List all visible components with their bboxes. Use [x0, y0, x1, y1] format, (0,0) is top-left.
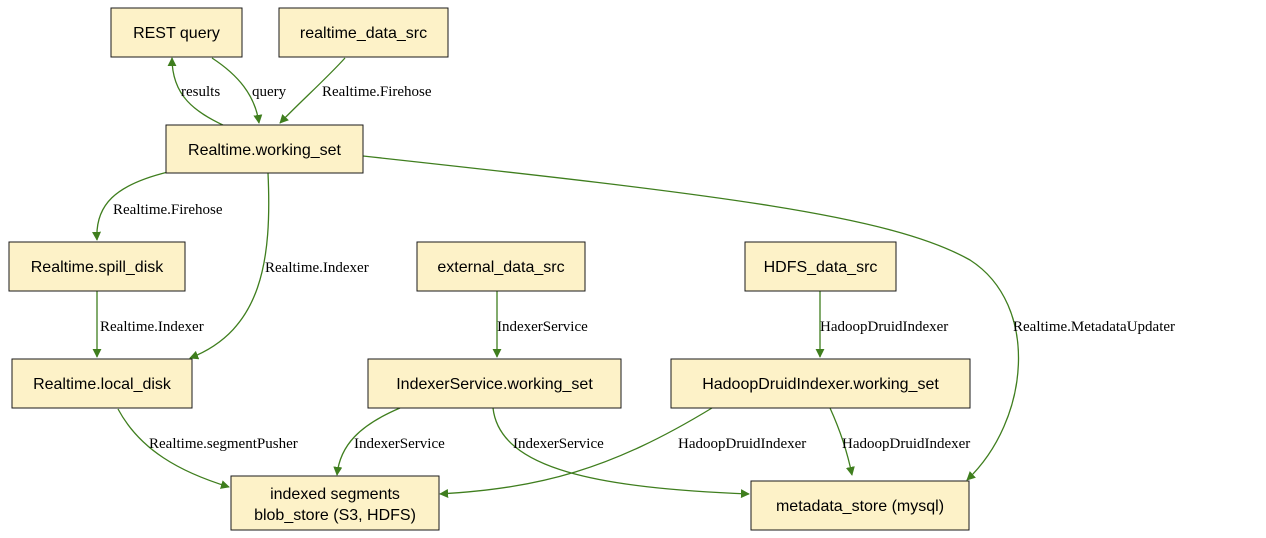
edge-label-indexer-service-segments: IndexerService [354, 436, 445, 452]
node-rest-query[interactable]: REST query [110, 7, 243, 58]
edge-label-realtime-metadata-updater: Realtime.MetadataUpdater [1013, 319, 1175, 335]
node-label-line-1: indexed segments [270, 486, 400, 503]
node-realtime-spill-disk[interactable]: Realtime.spill_disk [8, 241, 186, 292]
edge-realtime-firehose-in [279, 57, 346, 124]
node-label: Realtime.working_set [188, 142, 342, 159]
edge-label-indexer-service-metadata: IndexerService [513, 436, 604, 452]
node-realtime-local-disk[interactable]: Realtime.local_disk [11, 358, 193, 409]
nodes: REST query realtime_data_src Realtime.wo… [8, 7, 971, 531]
edge-indexer-service-segments [333, 407, 401, 476]
edge-realtime-firehose-spill [92, 171, 169, 241]
edge-realtime-segment-pusher [117, 408, 230, 489]
node-hadoop-druid-indexer-working-set[interactable]: HadoopDruidIndexer.working_set [670, 358, 971, 409]
node-label: metadata_store (mysql) [776, 498, 944, 515]
edges: results query Realtime.Firehose Realtime… [92, 57, 1175, 499]
node-label: REST query [133, 25, 220, 42]
node-label: HadoopDruidIndexer.working_set [702, 376, 939, 393]
edge-realtime-metadata-updater [362, 155, 1020, 481]
edge-indexer-service-metadata [492, 407, 750, 499]
node-label: Realtime.spill_disk [31, 259, 164, 276]
edge-realtime-indexer-local [189, 172, 270, 360]
node-metadata-store[interactable]: metadata_store (mysql) [750, 480, 970, 531]
node-indexed-segments[interactable]: indexed segments blob_store (S3, HDFS) [230, 475, 440, 531]
edge-label-hadoop-druid-indexer-metadata: HadoopDruidIndexer [842, 436, 970, 452]
edge-label-realtime-indexer-spill: Realtime.Indexer [100, 319, 204, 335]
edge-label-realtime-indexer-local: Realtime.Indexer [265, 260, 369, 276]
edge-label-hadoop-druid-indexer-segments: HadoopDruidIndexer [678, 436, 806, 452]
edge-label-query: query [252, 84, 287, 100]
edge-label-indexer-service-in: IndexerService [497, 319, 588, 335]
node-realtime-data-src[interactable]: realtime_data_src [278, 7, 449, 58]
edge-label-realtime-firehose-spill: Realtime.Firehose [113, 202, 223, 218]
edge-label-realtime-firehose-in: Realtime.Firehose [322, 84, 432, 100]
node-label: external_data_src [437, 259, 564, 276]
node-hdfs-data-src[interactable]: HDFS_data_src [744, 241, 897, 292]
edge-label-realtime-segment-pusher: Realtime.segmentPusher [149, 436, 298, 452]
edge-hadoop-druid-indexer-metadata [829, 407, 855, 476]
edge-query [211, 57, 263, 124]
edge-results [167, 57, 226, 127]
edge-label-results: results [181, 84, 220, 100]
edge-label-hadoop-druid-indexer-in: HadoopDruidIndexer [820, 319, 948, 335]
node-label-line-2: blob_store (S3, HDFS) [254, 507, 416, 524]
node-realtime-working-set[interactable]: Realtime.working_set [165, 124, 364, 174]
edge-hadoop-druid-indexer-segments [439, 407, 713, 499]
node-indexer-service-working-set[interactable]: IndexerService.working_set [367, 358, 622, 409]
node-label: realtime_data_src [300, 25, 427, 42]
node-label: IndexerService.working_set [396, 376, 593, 393]
node-label: Realtime.local_disk [33, 376, 172, 393]
node-external-data-src[interactable]: external_data_src [416, 241, 586, 292]
node-label: HDFS_data_src [764, 259, 878, 276]
